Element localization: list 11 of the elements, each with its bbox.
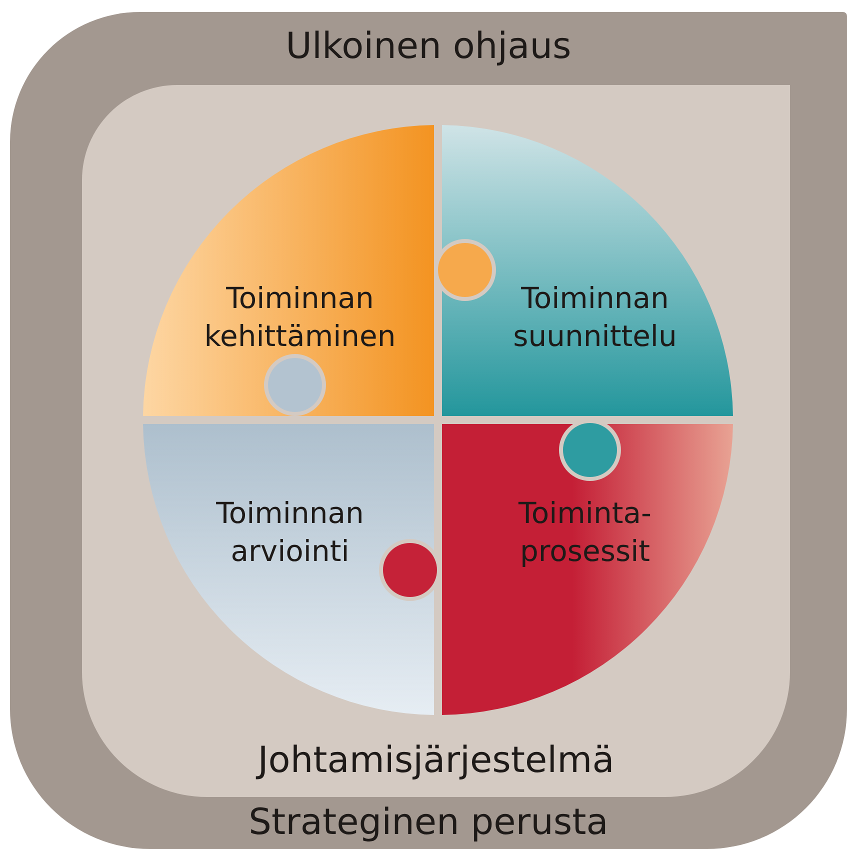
band-label: Strateginen perusta (248, 802, 610, 843)
inner-band (82, 85, 790, 797)
piece-label: Toiminnan kehittäminen (203, 280, 397, 355)
band-label: Johtamisjärjestelmä (254, 740, 616, 781)
piece-label: Toiminta-prosessit (517, 495, 652, 570)
piece-label: Toiminnan suunnittelu (512, 280, 678, 355)
puzzle-piece (143, 357, 434, 715)
outer-band (10, 12, 847, 849)
piece-label: Toiminnan arviointi (215, 495, 365, 570)
band-label: Ulkoinen ohjaus (284, 26, 572, 67)
puzzle-piece (382, 424, 733, 715)
